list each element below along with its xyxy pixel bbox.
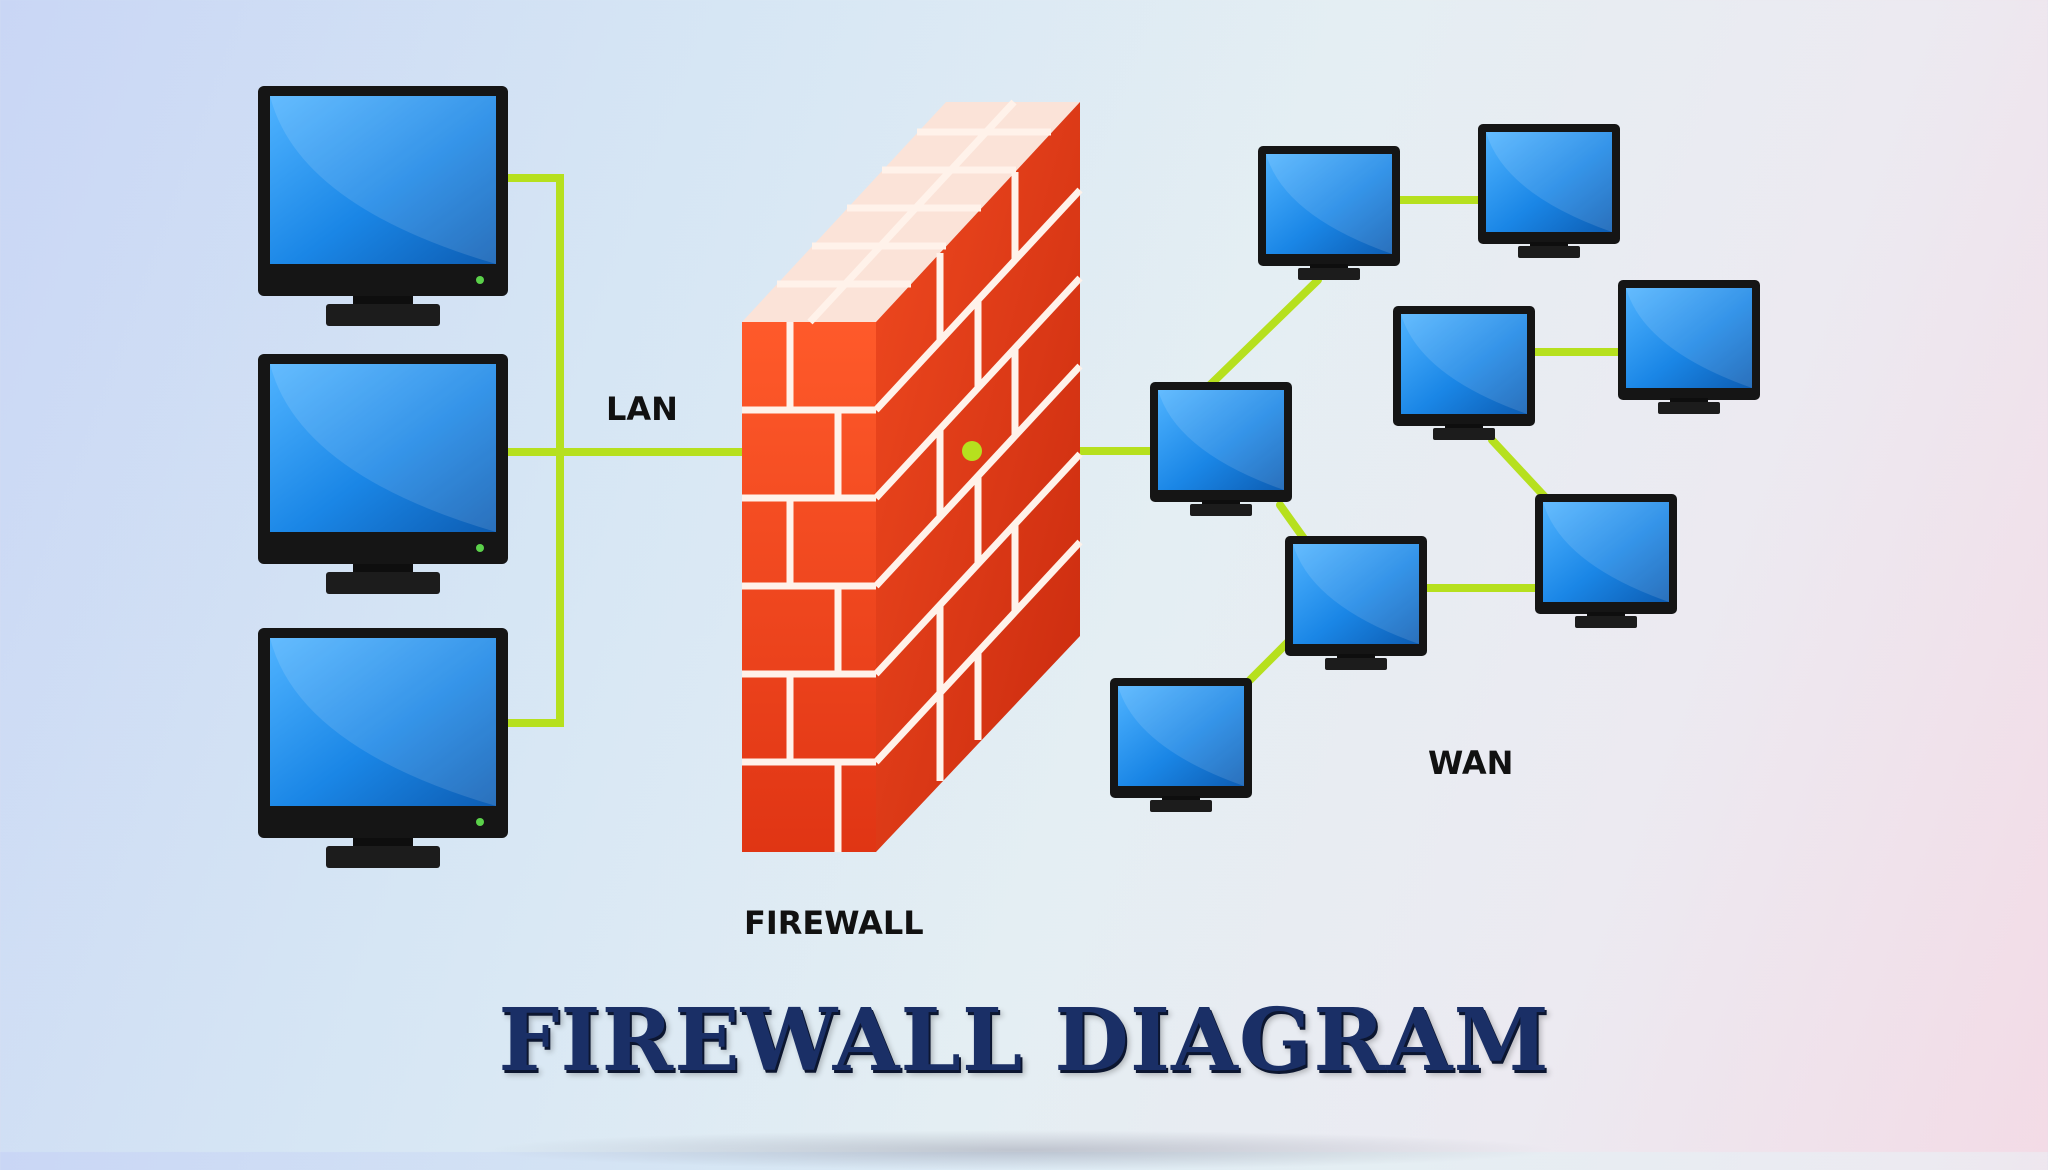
wan-computer-4 xyxy=(1285,536,1427,670)
wan-computer-2 xyxy=(1258,146,1400,280)
wan-computer-6 xyxy=(1535,494,1677,628)
wan-computer-5 xyxy=(1110,678,1252,812)
wan-link-1-2 xyxy=(1206,276,1322,389)
wan-link-4-5 xyxy=(1246,636,1294,684)
wan-computer-3 xyxy=(1478,124,1620,258)
lan-computers xyxy=(258,86,508,868)
bottom-shadow xyxy=(480,1130,1560,1170)
firewall-port-dot xyxy=(962,441,982,461)
firewall-label: FIREWALL xyxy=(744,904,924,942)
lan-computer-2 xyxy=(258,354,508,594)
lan-computer-3 xyxy=(258,628,508,868)
lan-label: LAN xyxy=(606,390,678,428)
wan-computer-1 xyxy=(1150,382,1292,516)
wan-link-6-7 xyxy=(1488,436,1549,501)
lan-computer-1 xyxy=(258,86,508,326)
wan-computers xyxy=(1110,124,1760,812)
wan-computer-8 xyxy=(1618,280,1760,414)
wan-label: WAN xyxy=(1428,744,1514,782)
firewall-wall xyxy=(742,99,1083,852)
wan-computer-7 xyxy=(1393,306,1535,440)
lan-connections xyxy=(504,174,746,727)
wan-link-1-4 xyxy=(1276,501,1309,544)
diagram-title: FIREWALL DIAGRAM xyxy=(498,990,1550,1091)
